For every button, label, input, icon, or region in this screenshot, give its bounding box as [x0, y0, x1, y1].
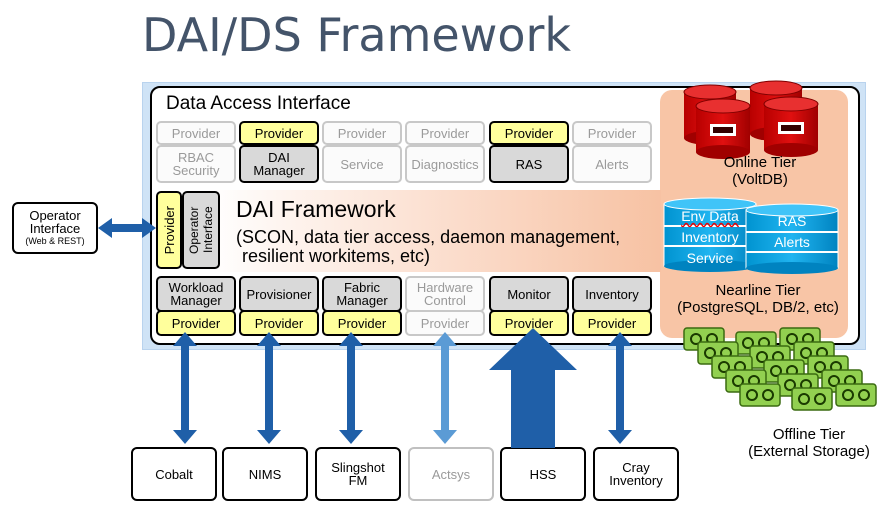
nims-arrow	[257, 332, 281, 444]
external-system-label: Cobalt	[155, 466, 193, 482]
framework-band	[156, 190, 661, 272]
nearline-db2-item: RAS	[777, 213, 807, 229]
top-service-label: DAI	[268, 150, 290, 165]
tape-icon	[739, 383, 781, 407]
operator-line-2: Interface	[29, 220, 81, 236]
operator-arrow	[98, 218, 156, 238]
nearline-tier-sub: (PostgreSQL, DB/2, etc)	[677, 299, 839, 316]
bottom-provider-0[interactable]: Provider	[156, 310, 236, 336]
external-system-3[interactable]: Actsys	[408, 447, 494, 501]
nearline-db2-item: Alerts	[774, 234, 810, 250]
operator-line-1: Operator	[29, 207, 81, 223]
top-service-label: RAS	[515, 156, 543, 172]
operator-line-3: (Web & REST)	[25, 235, 85, 246]
nearline-db-stack-2	[745, 203, 839, 274]
offline-tier-label: Offline Tier (External Storage)	[734, 426, 884, 460]
bottom-service-label: Control	[424, 293, 466, 308]
bottom-service-4[interactable]: Monitor	[489, 276, 569, 312]
top-service-3[interactable]: Diagnostics	[405, 145, 485, 183]
bottom-service-label: Manager	[170, 293, 222, 308]
online-tier-label: Online Tier (VoltDB)	[690, 154, 830, 188]
top-service-5[interactable]: Alerts	[572, 145, 652, 183]
cobalt-arrow	[173, 332, 197, 444]
top-provider-0[interactable]: Provider	[156, 121, 236, 145]
nearline-db1-item: Env Data	[681, 208, 739, 224]
framework-line-1: (SCON, data tier access, daemon manageme…	[236, 227, 621, 247]
nearline-tier-label: Nearline Tier (PostgreSQL, DB/2, etc)	[666, 282, 850, 316]
bottom-service-label: Inventory	[585, 286, 639, 302]
external-system-1[interactable]: NIMS	[222, 447, 308, 501]
nearline-db-stack-1	[663, 197, 757, 272]
offline-tier-sub: (External Storage)	[748, 443, 870, 460]
online-tier-title: Online Tier	[723, 154, 797, 171]
nearline-db1-item: Inventory	[681, 229, 739, 245]
actsys-arrow	[433, 332, 457, 444]
cray-arrow	[608, 332, 632, 444]
framework-title: DAI Framework	[236, 196, 396, 222]
external-system-label: NIMS	[248, 466, 282, 482]
top-provider-2[interactable]: Provider	[322, 121, 402, 145]
nearline-db1-labels: Env Data Inventory Service	[664, 206, 756, 269]
top-service-label: Diagnostics	[411, 156, 479, 172]
bottom-service-label: Fabric	[343, 280, 381, 295]
bottom-service-label: Manager	[336, 293, 388, 308]
bottom-service-label: Workload	[168, 280, 224, 295]
external-system-label: Slingshot	[331, 460, 385, 475]
top-service-label: Security	[172, 163, 220, 178]
external-system-label: Inventory	[609, 473, 663, 488]
top-service-label: RBAC	[177, 150, 215, 165]
bottom-provider-2[interactable]: Provider	[322, 310, 402, 336]
bottom-service-label: Hardware	[416, 280, 474, 295]
offline-tier-title: Offline Tier	[772, 426, 846, 443]
offline-tape-icons	[683, 327, 877, 411]
tape-icon	[791, 387, 833, 411]
online-db-icons	[683, 80, 819, 159]
online-tier-sub: (VoltDB)	[732, 171, 788, 188]
tape-icon	[835, 383, 877, 407]
top-provider-4[interactable]: Provider	[489, 121, 569, 145]
top-service-label: Alerts	[595, 156, 629, 172]
top-provider-1[interactable]: Provider	[239, 121, 319, 145]
data-access-interface-label: Data Access Interface	[166, 93, 351, 114]
side-provider-box[interactable]: Provider	[156, 191, 182, 269]
slingshot-arrow	[339, 332, 363, 444]
nearline-db1-item: Service	[686, 250, 734, 266]
top-service-4[interactable]: RAS	[489, 145, 569, 183]
bottom-service-1[interactable]: Provisioner	[239, 276, 319, 312]
top-service-label: Manager	[253, 163, 305, 178]
nearline-tier-title: Nearline Tier	[715, 282, 801, 299]
top-provider-3[interactable]: Provider	[405, 121, 485, 145]
external-system-label: HSS	[529, 466, 557, 482]
operator-interface-box[interactable]: Operator Interface (Web & REST)	[12, 202, 98, 254]
top-provider-5[interactable]: Provider	[572, 121, 652, 145]
bottom-service-5[interactable]: Inventory	[572, 276, 652, 312]
top-service-2[interactable]: Service	[322, 145, 402, 183]
hss-arrow	[489, 328, 577, 448]
external-system-label: Actsys	[431, 466, 471, 482]
external-system-label: FM	[348, 473, 368, 488]
framework-line-2: resilient workitems, etc)	[242, 246, 431, 266]
external-system-label: Cray	[622, 460, 650, 475]
side-operator-interface-box[interactable]: Operator Interface	[182, 191, 220, 269]
bottom-service-label: Provisioner	[246, 286, 312, 302]
page-title: DAI/DS Framework	[142, 8, 572, 62]
top-service-label: Service	[340, 156, 384, 172]
bottom-service-label: Monitor	[507, 286, 551, 302]
external-system-0[interactable]: Cobalt	[131, 447, 217, 501]
nearline-db2-labels: RAS Alerts	[746, 211, 838, 253]
framework-description: (SCON, data tier access, daemon manageme…	[236, 228, 676, 266]
